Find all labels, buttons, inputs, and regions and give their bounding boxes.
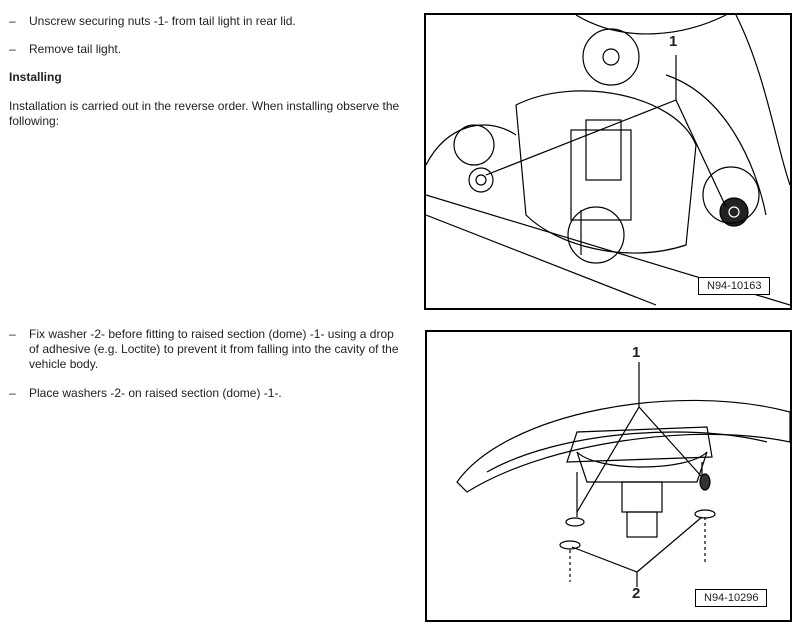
step-place-washers: –Place washers -2- on raised section (do…	[9, 386, 409, 401]
step-text: Remove tail light.	[29, 42, 122, 56]
washers-dome-illustration	[456, 362, 790, 587]
bullet-dash: –	[9, 386, 16, 400]
installing-intro: Installation is carried out in the rever…	[9, 99, 400, 128]
step-unscrew-nuts: –Unscrew securing nuts -1- from tail lig…	[9, 14, 409, 29]
step-text: Place washers -2- on raised section (dom…	[29, 386, 282, 400]
callout-1: 1	[669, 33, 678, 50]
callout-1: 1	[632, 344, 641, 361]
installing-heading: Installing	[9, 70, 62, 84]
step-remove-light: –Remove tail light.	[9, 42, 409, 57]
bullet-dash: –	[9, 327, 16, 341]
bullet-dash: –	[9, 42, 16, 56]
step-text: Unscrew securing nuts -1- from tail ligh…	[29, 14, 296, 28]
figure-ref-number: N94-10163	[698, 277, 771, 295]
bullet-dash: –	[9, 14, 16, 28]
step-fix-washer: –Fix washer -2- before fitting to raised…	[9, 327, 404, 372]
tail-light-nuts-illustration	[426, 15, 790, 306]
figure-washers-dome: 1 2 N94-10296	[425, 330, 792, 622]
step-text: Fix washer -2- before fitting to raised …	[29, 327, 399, 371]
figure-ref-number: N94-10296	[695, 589, 768, 607]
callout-2: 2	[632, 585, 641, 602]
figure-tail-light-nuts: 1 N94-10163	[424, 13, 792, 310]
